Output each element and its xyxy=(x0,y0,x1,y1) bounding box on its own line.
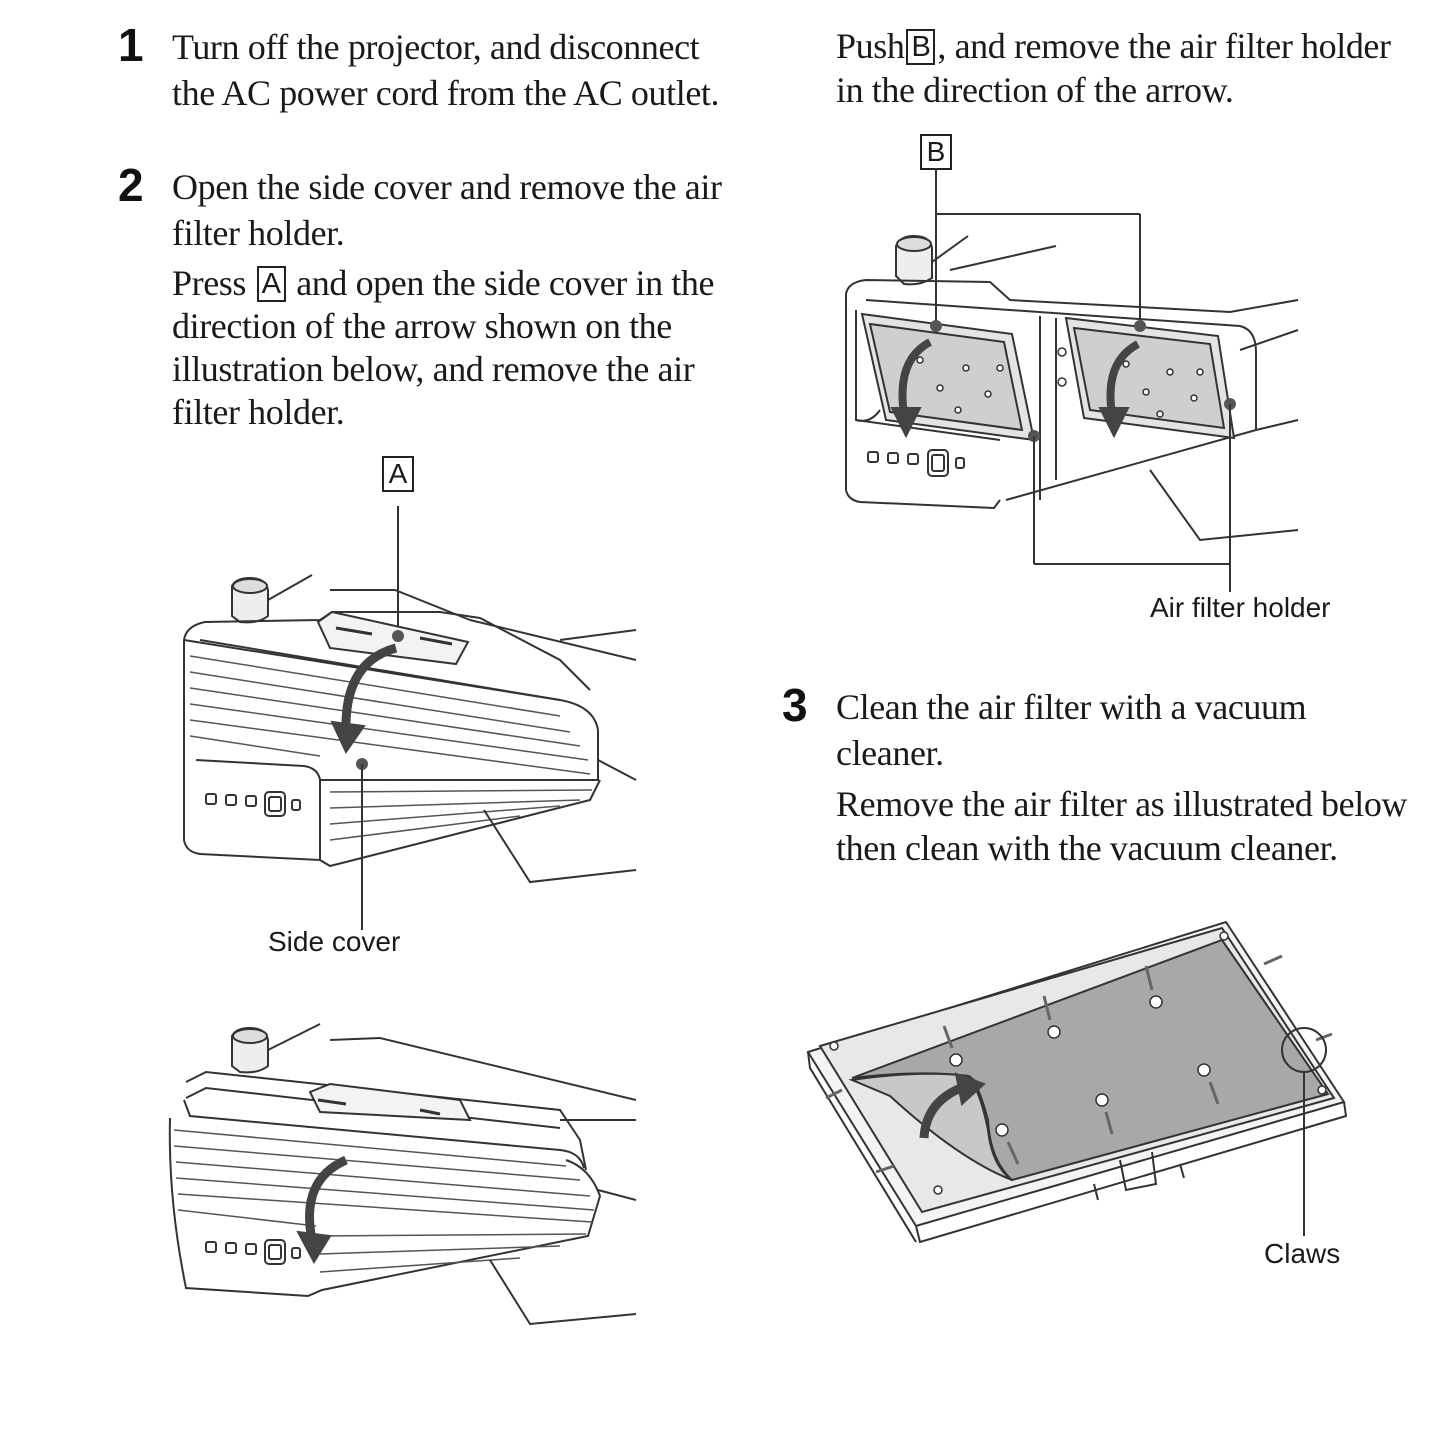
step-1-line-2: the AC power cord from the AC outlet. xyxy=(172,73,720,113)
step-1-number: 1 xyxy=(118,19,144,71)
step-3-text: Clean the air filter with a vacuum clean… xyxy=(836,684,1307,776)
step-2-cont-line-1-rest: , and remove the air filter holder xyxy=(937,26,1391,66)
key-a-badge: A xyxy=(256,266,286,302)
callout-side-cover-label: Side cover xyxy=(268,926,401,957)
step-2-title-line-2: filter holder. xyxy=(172,213,345,253)
callout-key-a: A xyxy=(382,456,414,492)
push-word: Push xyxy=(836,26,905,66)
step-2-instr-line-3: illustration below, and remove the air xyxy=(172,349,695,389)
step-3-instr-line-2: then clean with the vacuum cleaner. xyxy=(836,828,1338,868)
step-3-number: 3 xyxy=(782,679,808,731)
step-3-instr-line-1: Remove the air filter as illustrated bel… xyxy=(836,784,1408,824)
step-2-title-line-1: Open the side cover and remove the air xyxy=(172,167,722,207)
step-2-instr-rest: and open the side cover in the xyxy=(296,263,715,303)
step-2-text: Open the side cover and remove the air f… xyxy=(172,164,722,256)
step-3-title-line-2: cleaner. xyxy=(836,733,944,773)
step-3-title-line-1: Clean the air filter with a vacuum xyxy=(836,687,1307,727)
step-2-instr-line-1: Press A and open the side cover in the xyxy=(172,262,714,305)
step-2-instr-line-2: direction of the arrow shown on the xyxy=(172,306,672,346)
step-1-text: Turn off the projector, and disconnect t… xyxy=(172,24,720,116)
step-2-number: 2 xyxy=(118,159,144,211)
press-word: Press xyxy=(172,263,247,303)
step-2-instr-line-4: filter holder. xyxy=(172,392,345,432)
step-3-instructions: Remove the air filter as illustrated bel… xyxy=(836,782,1407,870)
step-1-line-1: Turn off the projector, and disconnect xyxy=(172,27,700,67)
callout-air-filter-holder-label: Air filter holder xyxy=(1150,592,1331,623)
step-2-instructions: Press A and open the side cover in the d… xyxy=(172,262,714,434)
callout-claws-label: Claws xyxy=(1264,1238,1341,1269)
step-2-cont-line-2: in the direction of the arrow. xyxy=(836,70,1234,110)
key-b-badge: B xyxy=(906,29,936,65)
callout-key-b: B xyxy=(920,134,952,170)
